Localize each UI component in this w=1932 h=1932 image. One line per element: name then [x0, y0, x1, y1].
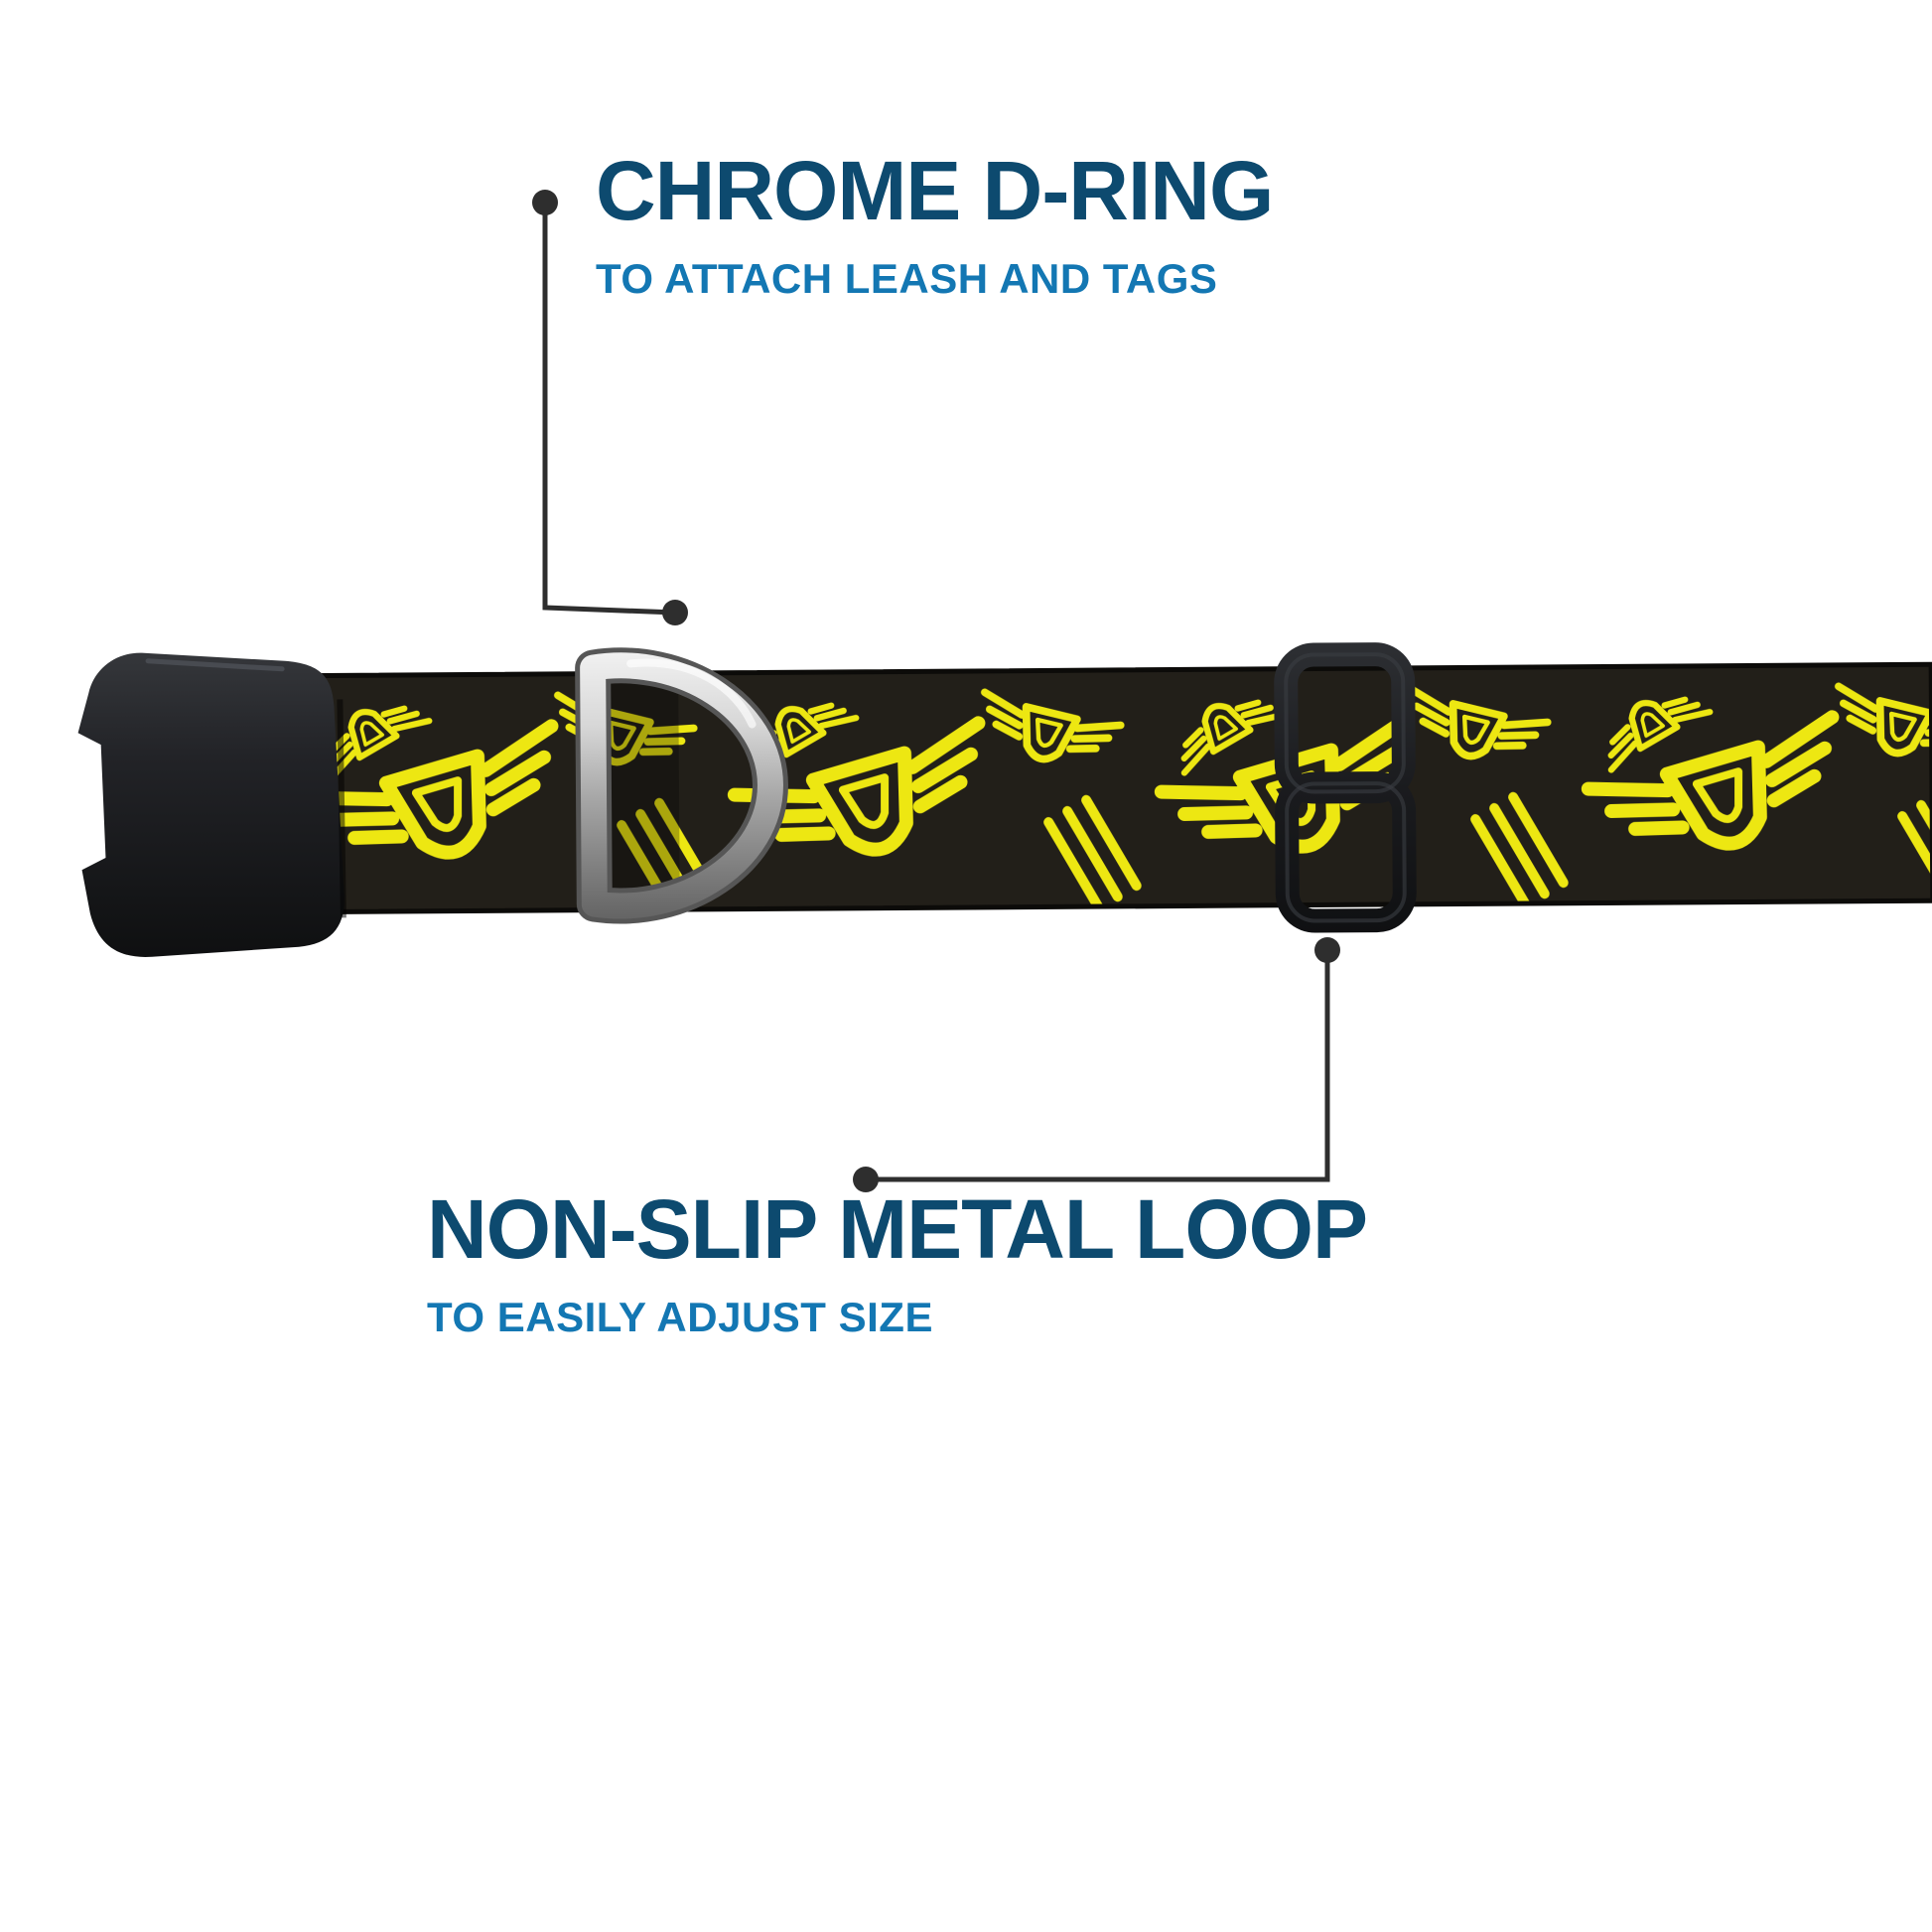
callout-dot — [1314, 937, 1340, 963]
bottom-callout-subtitle: TO EASILY ADJUST SIZE — [427, 1294, 933, 1340]
collar-strap — [289, 661, 1932, 915]
bottom-callout-pointer — [853, 937, 1340, 1192]
callout-dot — [532, 190, 558, 215]
callout-line — [866, 950, 1330, 1182]
callout-dot — [662, 600, 688, 625]
bottom-callout-title: NON-SLIP METAL LOOP — [427, 1182, 1368, 1276]
top-callout-pointer — [532, 190, 688, 625]
callout-line — [542, 203, 676, 616]
top-callout-title: CHROME D-RING — [596, 144, 1274, 237]
buckle — [77, 652, 346, 957]
chrome-d-ring-icon — [575, 647, 788, 924]
top-callout-subtitle: TO ATTACH LEASH AND TAGS — [596, 255, 1218, 302]
metal-loop-slider-icon — [1274, 642, 1417, 933]
callout-dot — [853, 1167, 879, 1192]
bottom-callout: NON-SLIP METAL LOOP TO EASILY ADJUST SIZ… — [427, 1182, 1368, 1340]
collar — [77, 642, 1932, 957]
top-callout: CHROME D-RING TO ATTACH LEASH AND TAGS — [596, 144, 1274, 302]
